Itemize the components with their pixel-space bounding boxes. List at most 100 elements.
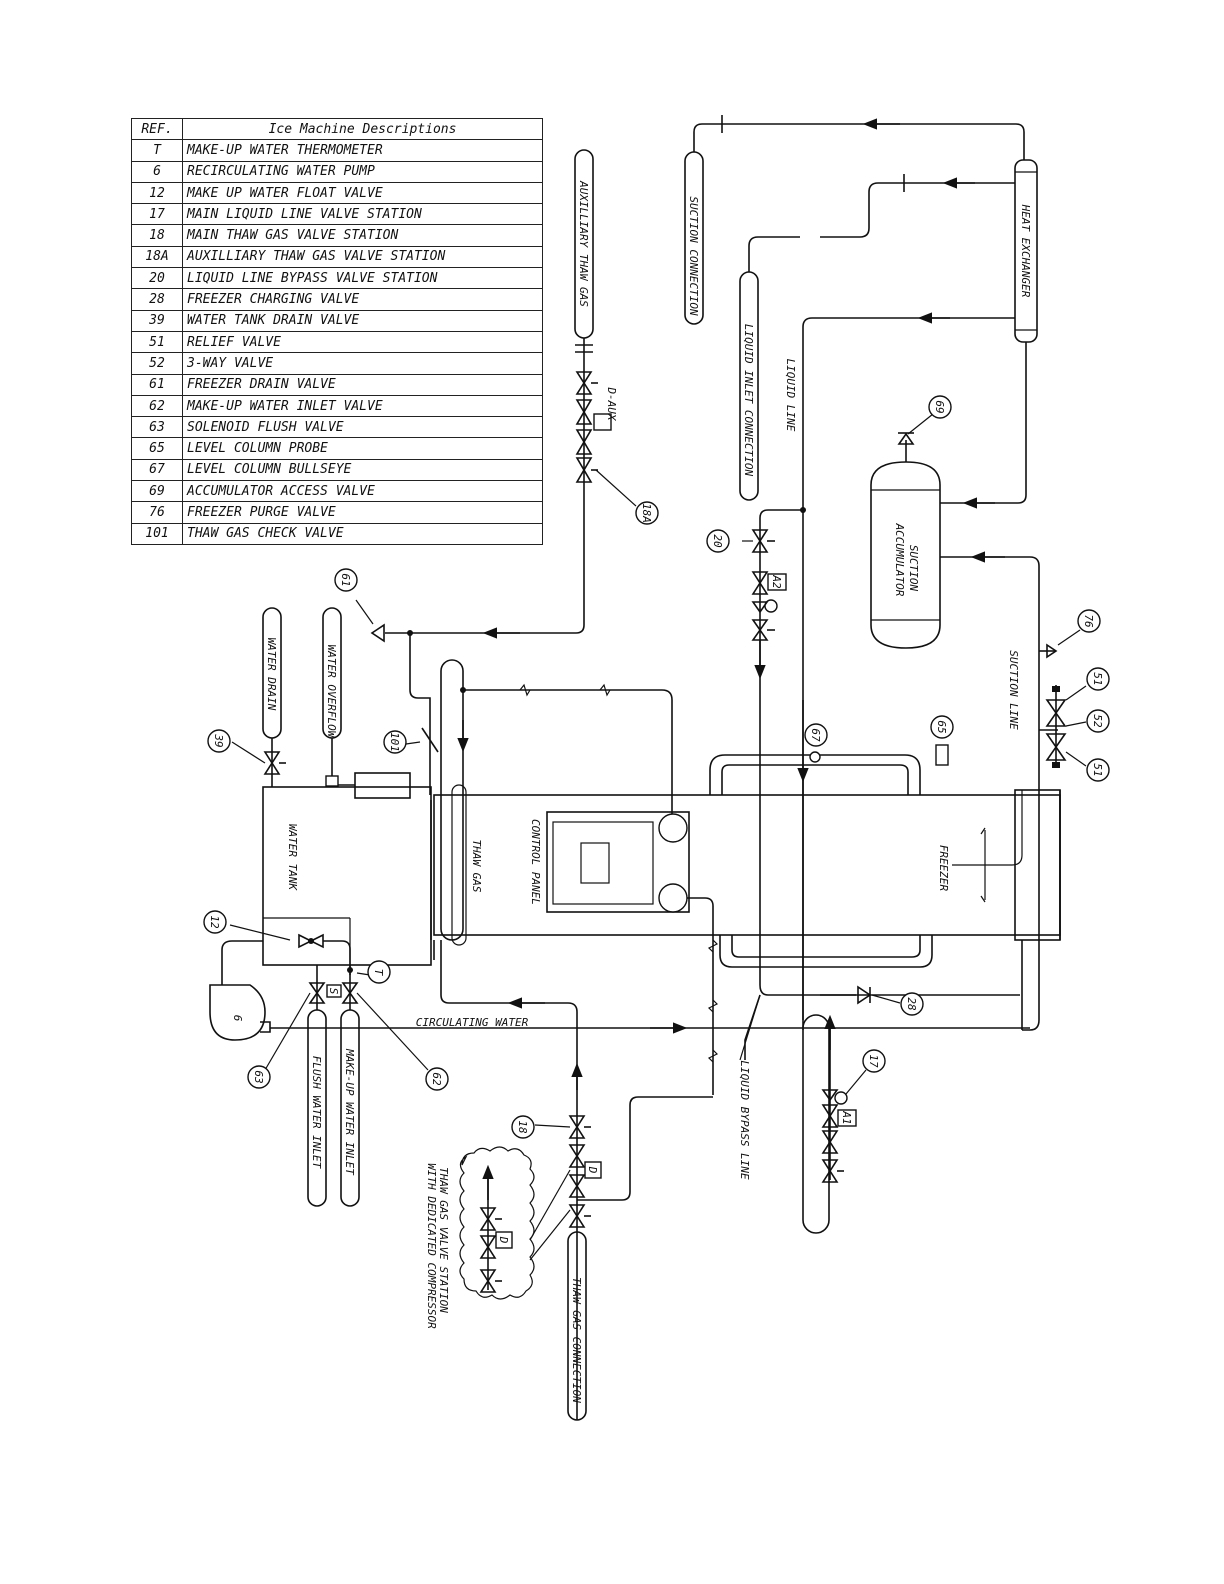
callout-circle xyxy=(1086,709,1110,733)
callout-circle xyxy=(862,1049,886,1073)
suction-accumulator xyxy=(870,461,941,649)
callout-circle xyxy=(635,501,659,525)
label-circulating-water: CIRCULATING WATER xyxy=(416,1016,529,1029)
legend-desc: 3-WAY VALVE xyxy=(182,352,543,375)
callout-circle xyxy=(425,1067,449,1091)
liquid-inlet-line xyxy=(748,182,1015,272)
label-make-up-water-inlet: MAKE-UP WATER INLET xyxy=(343,1048,356,1176)
callout-18: 18 xyxy=(516,1120,529,1134)
callout-t: T xyxy=(372,969,385,977)
thaw-gas-connection-pill xyxy=(567,1231,587,1421)
callout-circle xyxy=(928,395,952,419)
legend-desc: THAW GAS CHECK VALVE xyxy=(182,522,543,545)
legend-ref: 63 xyxy=(131,416,183,439)
label-sol-s: S xyxy=(327,988,340,995)
legend-desc: MAIN LIQUID LINE VALVE STATION xyxy=(182,203,543,226)
callout-circle xyxy=(930,715,954,739)
callout-67: 67 xyxy=(809,728,822,742)
legend-desc: LEVEL COLUMN PROBE xyxy=(182,437,543,460)
valve-station-17 xyxy=(821,1069,867,1183)
valve-station-18a xyxy=(575,371,637,507)
callout-circle xyxy=(900,992,924,1016)
recirculating-pump xyxy=(209,984,266,1041)
label-water-tank: WATER TANK xyxy=(286,824,299,892)
callout-52: 52 xyxy=(1091,714,1104,728)
callout-circle xyxy=(203,910,227,934)
legend-desc: SOLENOID FLUSH VALVE xyxy=(182,416,543,439)
label-heat-exchanger: HEAT EXCHANGER xyxy=(1019,204,1032,298)
callout-61: 61 xyxy=(339,573,352,586)
callout-51a: 51 xyxy=(1091,672,1104,685)
callout-circle xyxy=(383,730,407,754)
suction-connection-line xyxy=(693,123,1025,160)
callout-circle xyxy=(334,568,358,592)
callout-circle xyxy=(367,960,391,984)
callout-12: 12 xyxy=(208,915,221,929)
label-suction-line: SUCTION LINE xyxy=(1007,650,1020,730)
callout-20: 20 xyxy=(711,534,724,548)
lower-liquid-pill xyxy=(802,1014,830,1234)
callout-circle xyxy=(1086,667,1110,691)
label-liquid-bypass-line: LIQUID BYPASS LINE xyxy=(738,1060,751,1180)
label-water-overflow: WATER OVERFLOW xyxy=(325,645,338,739)
label-sol-d: D xyxy=(586,1166,599,1174)
callout-circle xyxy=(247,1065,271,1089)
label-liquid-inlet-connection: LIQUID INLET CONNECTION xyxy=(742,324,755,477)
callout-6: 6 xyxy=(231,1015,244,1022)
callout-51b: 51 xyxy=(1091,763,1104,776)
callout-circle xyxy=(207,729,231,753)
callout-circle xyxy=(1086,758,1110,782)
label-thaw-gas: THAW GAS xyxy=(470,840,483,893)
legend-desc: MAKE-UP WATER INLET VALVE xyxy=(182,394,543,418)
legend-ref: 51 xyxy=(131,330,183,354)
suction-line xyxy=(940,556,1040,1031)
liquid-line xyxy=(802,317,1015,1030)
label-flush-water-inlet: FLUSH WATER INLET xyxy=(310,1056,323,1170)
label-liquid-line: LIQUID LINE xyxy=(784,359,797,432)
label-dedicated-1: THAW GAS VALVE STATION xyxy=(437,1167,450,1313)
callout-circle xyxy=(1077,609,1101,633)
legend-ref: 76 xyxy=(131,501,183,524)
label-auxiliary-thaw-gas: AUXILLIARY THAW GAS xyxy=(577,180,590,307)
callout-circle xyxy=(706,529,730,553)
label-water-drain: WATER DRAIN xyxy=(265,638,278,711)
label-thaw-gas-connection: THAW GAS CONNECTION xyxy=(570,1277,583,1403)
dedicated-compressor-cloud xyxy=(459,1146,535,1300)
valve-station-18 xyxy=(534,1115,602,1228)
label-d-aux: D-AUX xyxy=(605,386,618,421)
label-sol-a2: A2 xyxy=(770,574,783,589)
callout-circle xyxy=(804,723,828,747)
callout-62: 62 xyxy=(430,1072,443,1086)
callout-63: 63 xyxy=(252,1070,265,1083)
label-sol-d: D xyxy=(497,1236,510,1244)
label-freezer: FREEZER xyxy=(937,845,950,892)
legend-ref: 18A xyxy=(131,245,183,269)
label-sol-a1: A1 xyxy=(840,1110,853,1124)
callout-69: 69 xyxy=(933,400,946,413)
relief-valve-manifold xyxy=(1045,685,1087,768)
legend-desc: FREEZER CHARGING VALVE xyxy=(182,288,543,311)
callout-circle xyxy=(511,1115,535,1139)
callout-18a: 18A xyxy=(640,503,653,523)
callout-39: 39 xyxy=(212,733,225,747)
callout-76: 76 xyxy=(1082,614,1095,628)
label-suction-accumulator-1: SUCTION xyxy=(907,545,920,592)
legend-ref: 17 xyxy=(131,203,183,226)
callout-28: 28 xyxy=(905,997,918,1011)
callout-101: 101 xyxy=(388,732,401,752)
legend-desc: MAKE UP WATER FLOAT VALVE xyxy=(182,181,543,205)
label-suction-accumulator-2: ACCUMULATOR xyxy=(893,523,906,597)
